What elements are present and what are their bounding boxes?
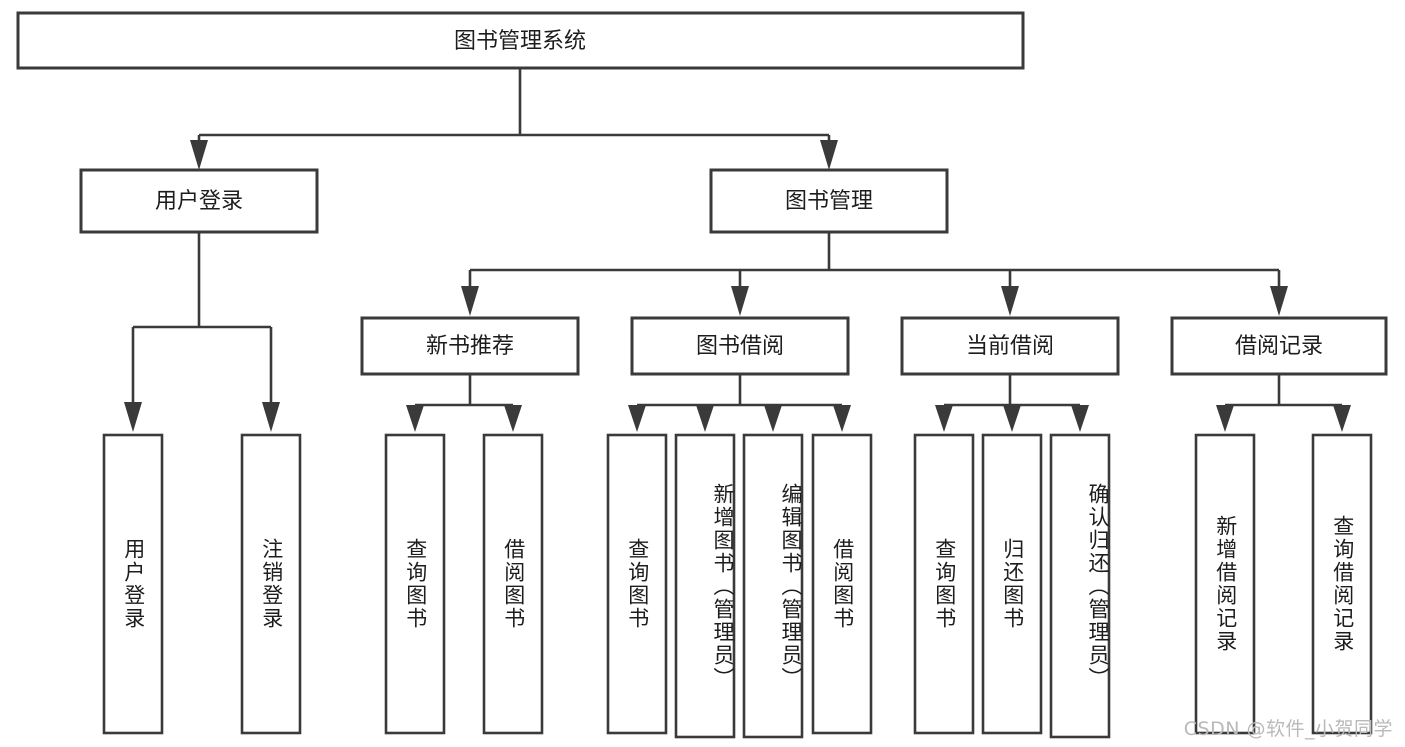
leaf-box-user-login[interactable] [102,433,164,735]
arrow-head-leaf-user-login [124,402,142,432]
leaf-box-cb-confirm-return[interactable] [1049,433,1111,739]
arrow-head-current-borrow [1001,286,1019,316]
node-book-borrow[interactable]: 图书借阅 [630,316,850,376]
node-user-login-box[interactable] [79,168,319,234]
connector-group-new-book-to-leaves [406,374,522,432]
leaf-box-br-add-record[interactable] [1194,433,1256,735]
node-book-management-label: 图书管理 [785,189,873,214]
connector-group-book-mgmt-to-level3 [461,232,1288,316]
node-current-borrow-box[interactable] [900,316,1120,376]
connector-group-borrow-book-to-leaves [628,374,851,432]
node-borrow-record[interactable]: 借阅记录 [1170,316,1388,376]
arrow-head-book-mgmt [820,140,838,170]
leaf-box-cb-return-book[interactable] [981,433,1043,735]
node-borrow-record-box[interactable] [1170,316,1388,376]
csdn-watermark: CSDN @软件_小贺同学 [1183,718,1393,740]
connector-group-user-login-to-leaves [124,232,280,432]
arrow-head-nb-query [406,405,424,432]
connector-group-borrow-record-to-leaves [1216,374,1351,432]
leaf-box-cb-query-book[interactable] [913,433,975,735]
node-book-borrow-box[interactable] [630,316,850,376]
arrow-head-bb-query [628,405,646,432]
connector-group-current-borrow-to-leaves [935,374,1089,432]
arrow-head-bb-add [696,405,714,432]
node-root-label: 图书管理系统 [454,29,586,54]
leaf-box-bb-query-book[interactable] [606,433,668,735]
leaf-box-bb-add-book[interactable] [674,433,736,739]
connector-group-root-to-level2 [190,68,838,170]
leaf-box-nb-borrow-book[interactable] [482,433,544,735]
arrow-head-bb-edit [764,405,782,432]
node-book-management[interactable]: 图书管理 [709,168,949,234]
arrow-head-borrow-record [1270,286,1288,316]
node-user-login[interactable]: 用户登录 [79,168,319,234]
leaf-box-bb-edit-book[interactable] [742,433,804,739]
arrow-head-user-login [190,140,208,170]
arrow-head-borrow-book [731,286,749,316]
node-book-borrow-label: 图书借阅 [696,334,784,359]
node-book-management-box[interactable] [709,168,949,234]
node-user-login-label: 用户登录 [155,189,243,214]
leaf-box-logout[interactable] [240,433,302,735]
arrow-head-cb-return [1003,405,1021,432]
arrow-head-br-add [1216,405,1234,432]
arrow-head-new-book [461,286,479,316]
arrow-head-nb-borrow [504,405,522,432]
node-current-borrow-label: 当前借阅 [966,334,1054,359]
node-new-book-recommend-label: 新书推荐 [426,334,514,359]
node-root[interactable]: 图书管理系统 [16,11,1025,70]
arrow-head-leaf-logout [262,402,280,432]
arrow-head-cb-query [935,405,953,432]
arrow-head-cb-confirm [1071,405,1089,432]
arrow-head-br-query [1333,405,1351,432]
leaf-box-nb-query-book[interactable] [384,433,446,735]
leaf-box-br-query-record[interactable] [1311,433,1373,735]
node-new-book-recommend[interactable]: 新书推荐 [360,316,580,376]
node-root-box[interactable] [16,11,1025,70]
arrow-head-bb-borrow [833,405,851,432]
node-borrow-record-label: 借阅记录 [1235,334,1323,359]
leaf-box-bb-borrow-book[interactable] [811,433,873,735]
node-new-book-recommend-box[interactable] [360,316,580,376]
node-current-borrow[interactable]: 当前借阅 [900,316,1120,376]
